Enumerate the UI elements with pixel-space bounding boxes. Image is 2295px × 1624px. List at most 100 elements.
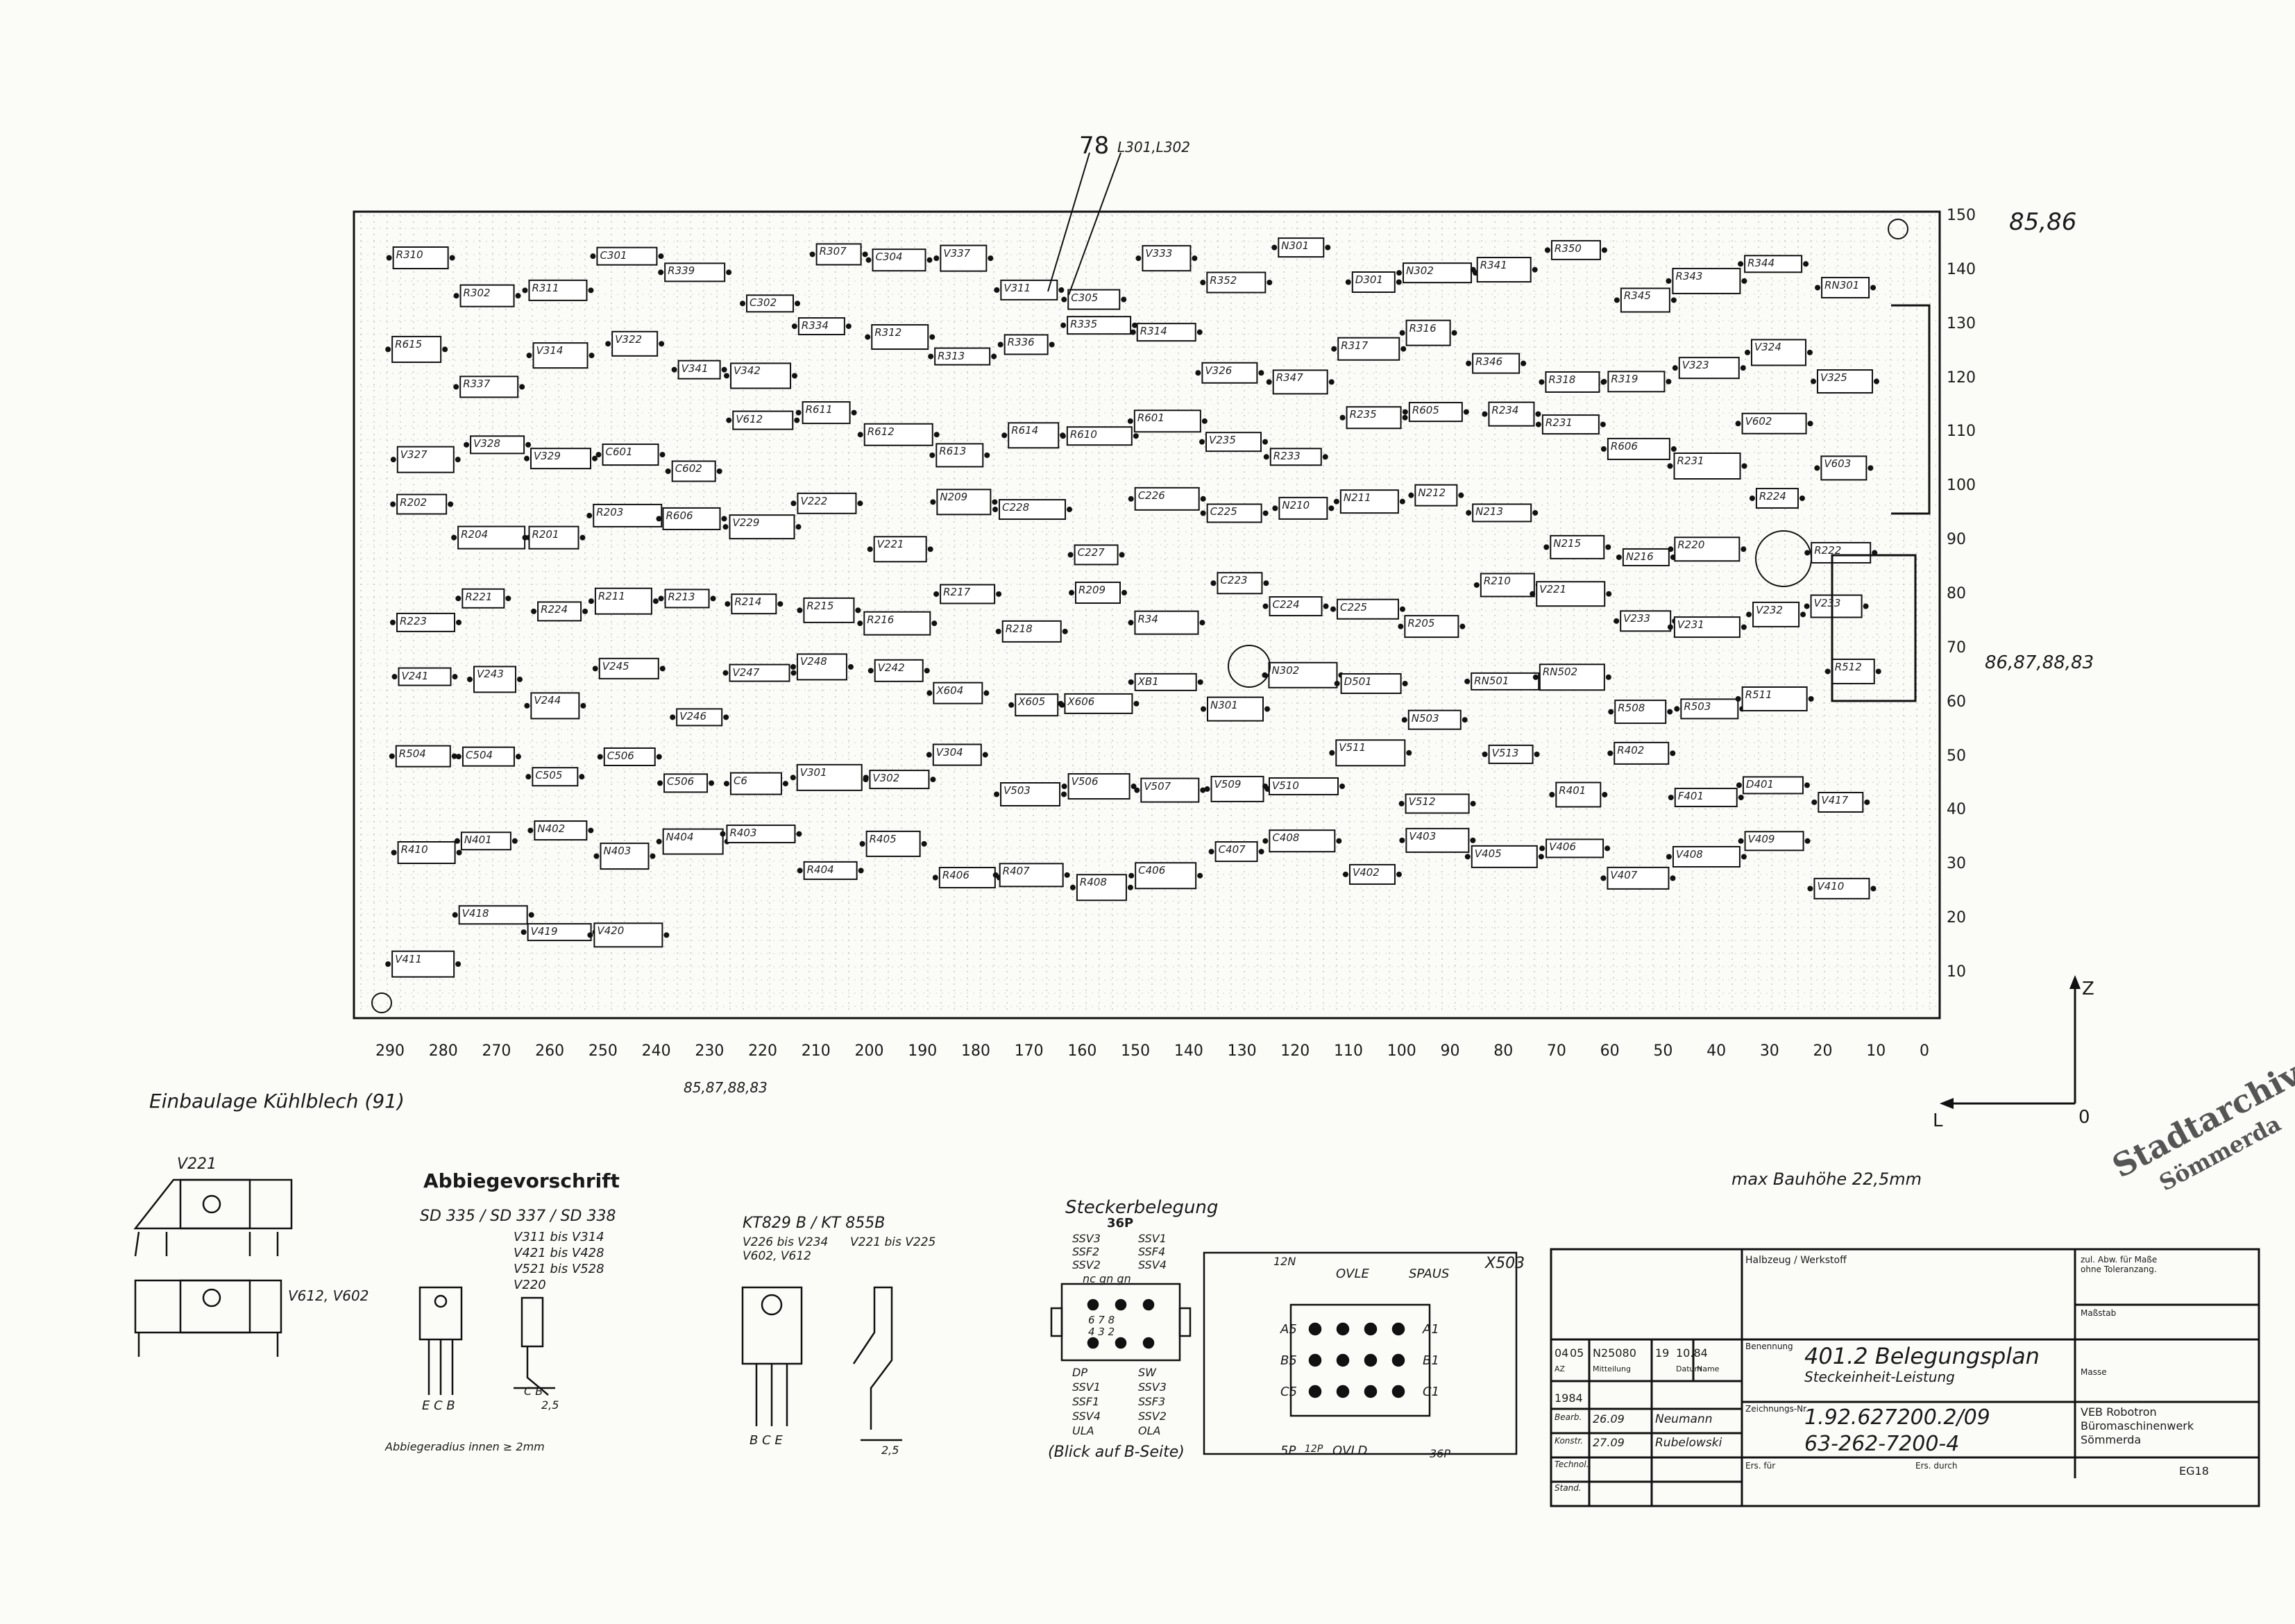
pad [1399,330,1405,336]
pad [595,452,602,458]
bracket-frame [1831,554,1917,702]
pad [1121,590,1128,596]
pad [1458,492,1464,498]
component-footprint [1214,841,1258,863]
pad [580,702,586,709]
pad [723,781,729,787]
pad [659,452,666,458]
component-label: C228 [1002,501,1030,514]
component-footprint [1210,775,1264,802]
x-tick-label: 270 [482,1042,511,1060]
pad [656,838,662,845]
component-label: V302 [872,772,900,785]
y-tick-label: 70 [1947,638,1966,657]
bottom-ref-label: 85,87,88,83 [684,1079,768,1096]
component-label: R216 [867,613,895,626]
pad [659,341,665,347]
component-label: V417 [1821,793,1849,806]
pad [1069,884,1076,890]
abbiege-types: SD 335 / SD 337 / SD 338 [420,1208,616,1225]
component-footprint [1268,777,1339,795]
pad [796,831,802,837]
component-label: V304 [935,745,963,759]
pad [1735,421,1741,427]
component-footprint [796,763,863,791]
pad [1001,432,1008,439]
pad [797,607,803,614]
component-footprint [1205,432,1262,452]
pad [389,753,395,759]
component-label: R214 [734,595,762,609]
component-label: N210 [1282,498,1310,511]
component-label: V410 [1817,879,1845,893]
component-label: R401 [1559,784,1586,797]
component-label: RN501 [1474,674,1509,687]
component-label: R205 [1407,617,1435,630]
component-footprint [598,657,659,679]
pad [1262,510,1269,516]
component-label: C302 [750,296,777,310]
component-label: N402 [537,822,566,836]
pad [992,507,999,513]
y-tick-label: 60 [1947,693,1966,711]
mount-hole [1755,530,1812,587]
pad [1741,278,1747,284]
component-label: V333 [1145,247,1173,260]
pad [1399,837,1405,843]
pad [867,546,873,552]
component-label: V420 [597,924,625,938]
pad [795,409,802,416]
pad [1804,550,1811,556]
component-label: R406 [942,869,969,882]
pad [1824,668,1831,675]
component-footprint [1545,371,1600,393]
component-footprint [1066,426,1133,446]
pad [720,831,726,837]
x503-bottom-0: 5P [1280,1444,1296,1458]
pad [1738,261,1744,267]
component-label: V235 [1209,434,1236,447]
stecker-pin-label: SSV4 [1072,1410,1101,1423]
stecker-pin-label: DP [1072,1366,1087,1379]
pad [1130,329,1136,335]
pad [1208,849,1214,855]
component-label: R345 [1623,289,1651,303]
pad [1119,552,1125,558]
pad [1323,603,1329,609]
stecker-footer: (Blick auf B-Seite) [1048,1444,1185,1461]
y-tick-label: 110 [1947,423,1976,441]
pad [1262,783,1268,789]
pad [1339,414,1346,421]
component-footprint [863,423,933,446]
component-label: C227 [1077,546,1105,559]
pad [863,777,869,783]
y-tick-label: 10 [1947,963,1966,981]
pad [1544,247,1550,253]
x-tick-label: 160 [1067,1042,1097,1060]
tb-company-3: Sömmerda [2081,1433,2142,1446]
tb-revision-cell: 10.84 [1676,1346,1708,1360]
component-footprint [1741,686,1808,712]
pad [1530,591,1536,597]
component-footprint [796,653,847,681]
v221-drawing [133,1178,293,1357]
component-label: R202 [400,496,427,509]
stecker-pin-label: SSF3 [1138,1395,1166,1408]
x-tick-label: 240 [641,1042,671,1060]
component-footprint [662,507,721,530]
pad [847,663,854,670]
stecker-pin-label: SSV2 [1072,1258,1101,1271]
component-label: N212 [1418,486,1446,499]
component-footprint [1741,412,1807,434]
pad [1807,421,1813,427]
pad [592,666,598,672]
component-label: R221 [465,590,493,603]
tb-signature-cell: Konstr. [1555,1436,1583,1446]
stecker-pin-label: SSF1 [1072,1395,1100,1408]
component-footprint [1752,601,1800,627]
pad [1264,706,1271,712]
component-footprint [934,347,991,366]
component-footprint [593,503,663,527]
pad [1201,418,1208,424]
x-tick-label: 210 [801,1042,831,1060]
